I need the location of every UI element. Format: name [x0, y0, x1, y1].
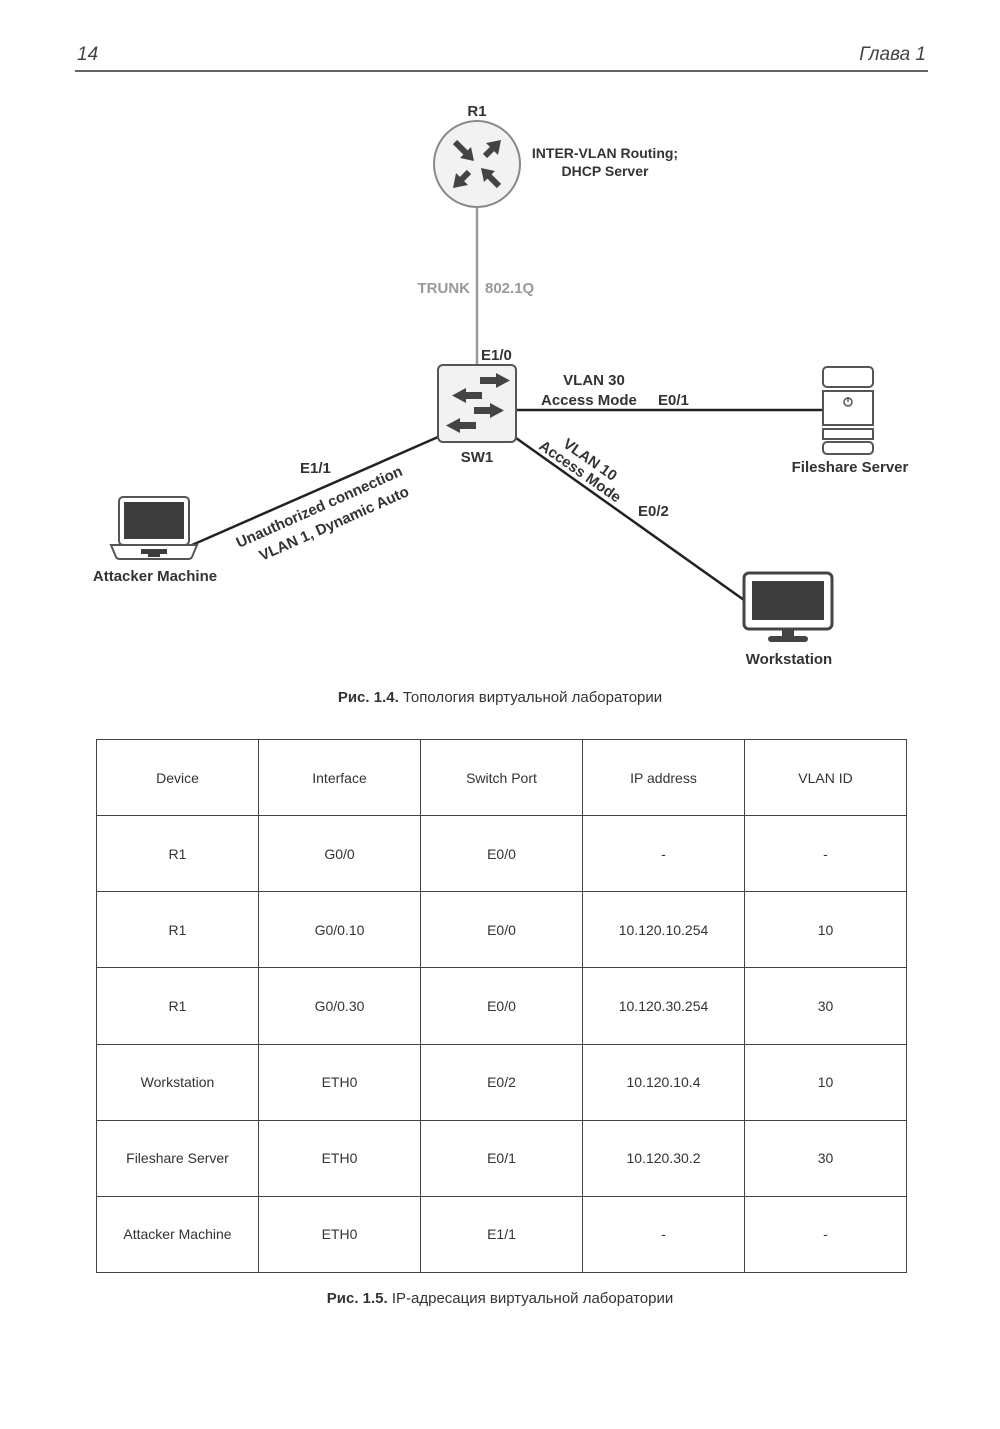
switch-icon [437, 364, 517, 443]
cell-interface: ETH0 [258, 1119, 421, 1197]
workstation-link [515, 436, 745, 602]
cell-ip-address: - [582, 1195, 745, 1274]
monitor-icon [742, 571, 834, 642]
cell-interface: ETH0 [258, 1195, 421, 1274]
laptop-icon [109, 496, 199, 560]
cell-vlan-id: - [744, 815, 907, 893]
server-link-port: E0/1 [658, 392, 689, 409]
table-header-row: Device Interface Switch Port IP address … [96, 738, 907, 817]
switch-sw1: SW1 [437, 364, 517, 466]
figure-caption-label: Рис. 1.4. [337, 689, 399, 706]
column-header-ip-address: IP address [582, 738, 745, 817]
cell-device: R1 [96, 815, 259, 893]
cell-vlan-id: 10 [744, 1043, 907, 1121]
cell-interface: G0/0 [258, 815, 421, 893]
table-row: R1 G0/0.10 E0/0 10.120.10.254 10 [96, 891, 907, 969]
table-row: Workstation ETH0 E0/2 10.120.10.4 10 [96, 1043, 907, 1121]
trunk-label: TRUNK [418, 280, 471, 297]
figure-caption-label: Рис. 1.5. [326, 1290, 388, 1307]
cell-ip-address: 10.120.30.254 [582, 967, 745, 1045]
cell-vlan-id: - [744, 1195, 907, 1274]
column-header-device: Device [96, 738, 259, 817]
cell-device: R1 [96, 967, 259, 1045]
cell-device: Attacker Machine [96, 1195, 259, 1274]
cell-vlan-id: 30 [744, 967, 907, 1045]
cell-switch-port: E0/0 [420, 891, 583, 969]
cell-device: Workstation [96, 1043, 259, 1121]
column-header-switch-port: Switch Port [420, 738, 583, 817]
column-header-vlan-id: VLAN ID [744, 738, 907, 817]
cell-vlan-id: 30 [744, 1119, 907, 1197]
cell-interface: G0/0.30 [258, 967, 421, 1045]
table-row: R1 G0/0.30 E0/0 10.120.30.254 30 [96, 967, 907, 1045]
cell-switch-port: E0/1 [420, 1119, 583, 1197]
attacker-link-port: E1/1 [300, 460, 331, 477]
attacker-name: Attacker Machine [93, 568, 217, 585]
cell-switch-port: E0/2 [420, 1043, 583, 1121]
router-note-line1: INTER-VLAN Routing; [532, 145, 678, 161]
attacker-link [191, 435, 439, 547]
workstation: Workstation [742, 571, 834, 668]
network-topology-diagram: R1 INTER-VLAN Routing; DHCP Server TRUNK… [93, 103, 909, 668]
fileshare-server: Fileshare Server [792, 366, 909, 476]
cell-ip-address: 10.120.30.2 [582, 1119, 745, 1197]
cell-ip-address: 10.120.10.4 [582, 1043, 745, 1121]
figure-caption-topology: Рис. 1.4. Топология виртуальной лаборато… [0, 689, 1000, 706]
page-number: 14 [77, 44, 99, 65]
cell-ip-address: - [582, 815, 745, 893]
running-head: 14 Глава 1 [75, 44, 928, 72]
router-icon [433, 120, 521, 208]
trunk-port-label: E1/0 [481, 347, 512, 364]
cell-switch-port: E0/0 [420, 815, 583, 893]
server-name: Fileshare Server [792, 459, 909, 476]
chapter-title: Глава 1 [859, 44, 926, 65]
cell-device: Fileshare Server [96, 1119, 259, 1197]
cell-vlan-id: 10 [744, 891, 907, 969]
server-icon [822, 366, 874, 455]
server-link-vlan: VLAN 30 [563, 372, 625, 389]
cell-ip-address: 10.120.10.254 [582, 891, 745, 969]
ip-addressing-table: Device Interface Switch Port IP address … [96, 738, 907, 1274]
router-r1: R1 INTER-VLAN Routing; DHCP Server [433, 103, 678, 208]
table-row: Attacker Machine ETH0 E1/1 - - [96, 1195, 907, 1274]
workstation-link-port: E0/2 [638, 503, 669, 520]
cell-interface: G0/0.10 [258, 891, 421, 969]
cell-device: R1 [96, 891, 259, 969]
router-name: R1 [467, 103, 486, 120]
column-header-interface: Interface [258, 738, 421, 817]
switch-name: SW1 [461, 449, 494, 466]
attacker-machine: Attacker Machine [93, 496, 217, 585]
workstation-name: Workstation [746, 651, 832, 668]
cell-switch-port: E0/0 [420, 967, 583, 1045]
figure-caption-text: Топология виртуальной лаборатории [398, 689, 663, 706]
table-row: Fileshare Server ETH0 E0/1 10.120.30.2 3… [96, 1119, 907, 1197]
figure-caption-ip-addressing: Рис. 1.5. IP-адресация виртуальной лабор… [0, 1290, 1000, 1307]
trunk-protocol-label: 802.1Q [485, 280, 535, 297]
router-note-line2: DHCP Server [562, 163, 649, 179]
table-row: R1 G0/0 E0/0 - - [96, 815, 907, 893]
cell-switch-port: E1/1 [420, 1195, 583, 1274]
server-link-mode: Access Mode [541, 392, 637, 409]
cell-interface: ETH0 [258, 1043, 421, 1121]
figure-caption-text: IP-адресация виртуальной лаборатории [387, 1290, 674, 1307]
